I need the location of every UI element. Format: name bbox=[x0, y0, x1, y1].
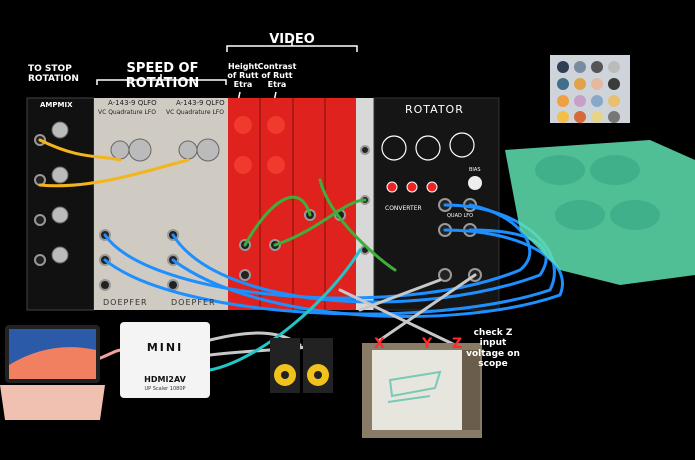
laptop bbox=[0, 325, 105, 420]
y-label: Y bbox=[422, 336, 433, 352]
speed-of-rotation-label: SPEED OF ROTATION bbox=[125, 61, 200, 91]
video-cable bbox=[208, 248, 362, 372]
red-knobs[interactable] bbox=[234, 116, 285, 174]
converter-label: CONVERTER bbox=[385, 205, 422, 212]
qlfo2-subtitle: VC Quadrature LFO bbox=[166, 109, 224, 116]
color-swatch-card bbox=[550, 55, 630, 123]
blue-cable-4 bbox=[171, 228, 564, 318]
video-bracket bbox=[226, 42, 358, 52]
qlfo2-title: A-143-9 QLFO bbox=[176, 99, 225, 107]
hdmi2av-box bbox=[120, 322, 210, 398]
stop-rotation-label: TO STOP ROTATION bbox=[28, 64, 79, 85]
video-label: VIDEO bbox=[269, 32, 315, 47]
rotator-inputs[interactable] bbox=[386, 181, 438, 193]
quad-lfo-label: QUAD LFO bbox=[447, 213, 474, 219]
bias-label: BIAS bbox=[469, 167, 481, 173]
mini-brand: MINI bbox=[146, 341, 184, 354]
contrast-rutt-etra-label: Contrast of Rutt Etra bbox=[257, 62, 297, 90]
qlfo-module-2 bbox=[162, 98, 228, 310]
height-rutt-etra-label: Height of Rutt Etra bbox=[227, 62, 259, 90]
oscilloscope-tv bbox=[362, 343, 482, 438]
red-dividers bbox=[259, 98, 326, 310]
doepfer-logo-1: DOEPFER bbox=[103, 298, 148, 307]
check-z-label: check Z input voltage on scope bbox=[466, 328, 520, 370]
green-cable-2 bbox=[273, 198, 367, 247]
qlfo-module-1 bbox=[94, 98, 162, 310]
hdmi2av-model: HDMI2AV bbox=[144, 375, 186, 384]
speakers bbox=[270, 338, 333, 393]
green-cable-1 bbox=[243, 195, 312, 247]
knobs[interactable] bbox=[51, 121, 220, 264]
x-label: X bbox=[374, 336, 385, 352]
speed-bracket bbox=[96, 74, 227, 85]
qlfo1-title: A-143-9 QLFO bbox=[108, 99, 157, 107]
ampmix-title: AMPMIX bbox=[40, 101, 73, 109]
grey-cable-z bbox=[338, 288, 457, 347]
bias-button[interactable] bbox=[468, 176, 482, 190]
green-cable-3 bbox=[318, 178, 397, 272]
qlfo1-subtitle: VC Quadrature LFO bbox=[98, 109, 156, 116]
rotator-knobs[interactable] bbox=[381, 132, 475, 161]
yellow-cable-1 bbox=[38, 138, 122, 162]
upscaler-text: UP Scaler 1080P bbox=[144, 386, 186, 392]
z-label: Z bbox=[452, 336, 463, 352]
grey-cable-y bbox=[378, 273, 477, 342]
yellow-cable-2 bbox=[38, 158, 190, 188]
glow-holes bbox=[535, 155, 660, 230]
doepfer-logo-2: DOEPFER bbox=[171, 298, 216, 307]
rotator-title: ROTATOR bbox=[405, 103, 464, 116]
blue-cable-1 bbox=[103, 203, 532, 300]
